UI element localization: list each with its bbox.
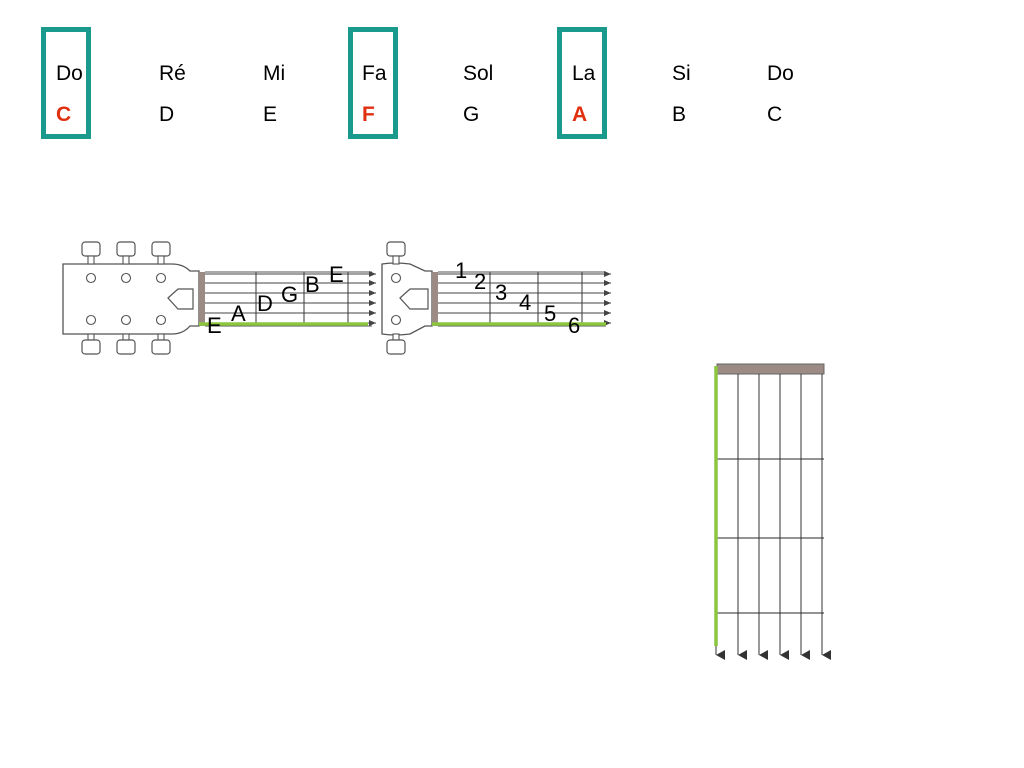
highlight-box-f: [348, 27, 398, 139]
headstock-diagram-string-names: E A D G B E: [62, 241, 376, 355]
peg-hole: [120, 314, 132, 326]
letter-name: E: [263, 103, 278, 126]
string-number-label: 2: [474, 269, 486, 294]
nut: [432, 272, 438, 326]
string-number-label: 1: [455, 258, 467, 283]
tuning-peg-icon: [151, 333, 171, 355]
solfege-name: Mi: [263, 62, 286, 85]
string-number-label: 6: [568, 313, 580, 338]
letter-name: D: [159, 103, 175, 126]
string-name-label: B: [305, 272, 320, 297]
string-name-label: E: [329, 262, 344, 287]
note-column: Sol G: [463, 60, 533, 140]
solfege-name: Fa: [362, 62, 387, 85]
tuning-peg-icon: [386, 333, 406, 355]
letter-name: C: [56, 103, 72, 126]
note-column: La A: [572, 60, 642, 140]
solfege-name: Sol: [463, 62, 494, 85]
solfege-name: La: [572, 62, 596, 85]
peg-hole: [85, 272, 97, 284]
note-column: Do C: [767, 60, 837, 140]
nut: [199, 272, 205, 326]
tuning-peg-icon: [116, 241, 136, 265]
string-name-label: D: [257, 291, 273, 316]
truss-rod-cover: [167, 288, 194, 310]
highlight-box-c: [41, 27, 91, 139]
tuning-peg-icon: [116, 333, 136, 355]
peg-hole: [155, 272, 167, 284]
note-column: Fa F: [362, 60, 432, 140]
note-column: Do C: [56, 60, 126, 140]
tuning-peg-icon: [386, 241, 406, 265]
solfege-name: Si: [672, 62, 691, 85]
peg-hole: [390, 272, 402, 284]
headstock-diagram-string-numbers: 1 2 3 4 5 6: [381, 241, 611, 355]
string-number-label: 5: [544, 301, 556, 326]
string-number-label: 3: [495, 280, 507, 305]
letter-name: G: [463, 103, 480, 126]
tuning-peg-icon: [81, 241, 101, 265]
string-name-label: E: [207, 313, 222, 338]
nut: [716, 363, 825, 375]
peg-hole: [390, 314, 402, 326]
solfege-name: Ré: [159, 62, 186, 85]
peg-hole: [85, 314, 97, 326]
solfege-name: Do: [767, 62, 794, 85]
peg-hole: [155, 314, 167, 326]
tuning-peg-icon: [81, 333, 101, 355]
note-column: Si B: [672, 60, 742, 140]
tuning-peg-icon: [151, 241, 171, 265]
letter-name: A: [572, 103, 588, 126]
letter-name: C: [767, 103, 783, 126]
vertical-fretboard: [714, 363, 831, 660]
truss-rod-cover: [399, 288, 429, 310]
note-column: Mi E: [263, 60, 333, 140]
peg-hole: [120, 272, 132, 284]
string-name-label: G: [281, 282, 298, 307]
highlight-box-a: [557, 27, 607, 139]
letter-name: B: [672, 103, 687, 126]
string-name-label: A: [231, 301, 246, 326]
string-number-label: 4: [519, 290, 531, 315]
letter-name: F: [362, 103, 375, 126]
solfege-name: Do: [56, 62, 83, 85]
note-column: Ré D: [159, 60, 229, 140]
